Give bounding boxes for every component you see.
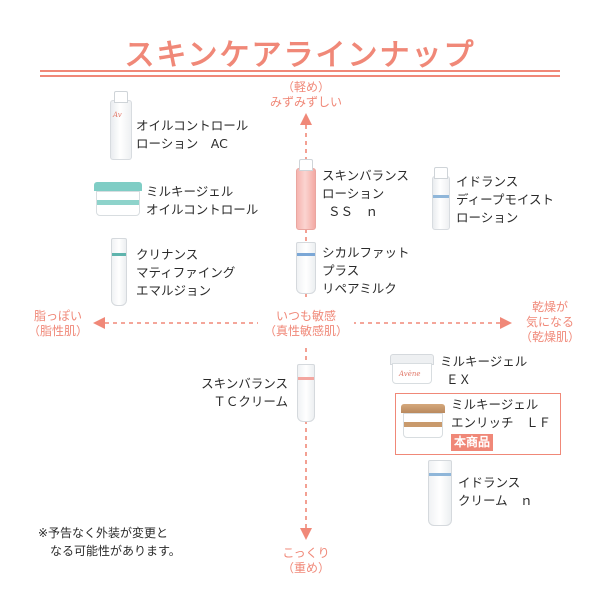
product-image-hydrance-deep-moist [432,167,450,230]
axis-label-top: （軽め）みずみずしい [269,80,342,109]
title-underline-top [40,70,560,72]
axis-label-right: 乾燥が気になる（乾燥肌） [519,300,580,344]
featured-product-frame [395,393,561,455]
product-label-milky-gel-enrich: ミルキージェルエンリッチ ＬＦ [451,397,552,430]
product-image-hydrance-cream [428,460,452,526]
product-image-milky-gel-ex: Avène [390,354,434,384]
arrow-right-icon [500,317,512,329]
product-image-skin-balance-tc [297,364,315,422]
axis-label-bottom: こっくり（重め） [281,546,330,575]
title-underline-bottom [40,75,560,77]
product-image-cicalfate-plus [296,242,316,294]
disclaimer-note: ※予告なく外装が変更と なる可能性があります。 [38,526,181,558]
product-label-hydrance-deep-moist: イドランスディープモイストローション [456,174,555,225]
axis-label-left: 脂っぽい（脂性肌） [27,309,88,338]
product-label-hydrance-cream: イドランスクリーム ｎ [458,475,533,508]
product-label-cleanance-mattifying: クリナンスマティファイングエマルジョン [136,247,236,298]
product-image-cleanance-mattifying [111,238,127,306]
product-label-cicalfate-plus: シカルファットプラスリペアミルク [322,245,410,296]
axis-label-center: いつも敏感（真性敏感肌） [258,309,354,339]
product-image-milky-gel-enrich [401,404,445,438]
product-label-oil-control-lotion: オイルコントロールローション AC [136,118,249,151]
product-image-oil-control-lotion: Av [110,91,132,160]
page-title: スキンケアラインナップ [124,38,476,73]
product-label-milky-gel-oil-control: ミルキージェルオイルコントロール [146,184,259,217]
product-image-milky-gel-oil-control [94,182,142,216]
brand-logo: Avène [399,370,421,378]
arrow-up-icon [300,113,312,125]
arrow-down-icon [300,528,312,540]
arrow-left-icon [93,317,105,329]
product-image-skin-balance-lotion [296,159,316,230]
brand-logo: Av [113,111,122,119]
featured-badge: 本商品 [451,434,494,451]
